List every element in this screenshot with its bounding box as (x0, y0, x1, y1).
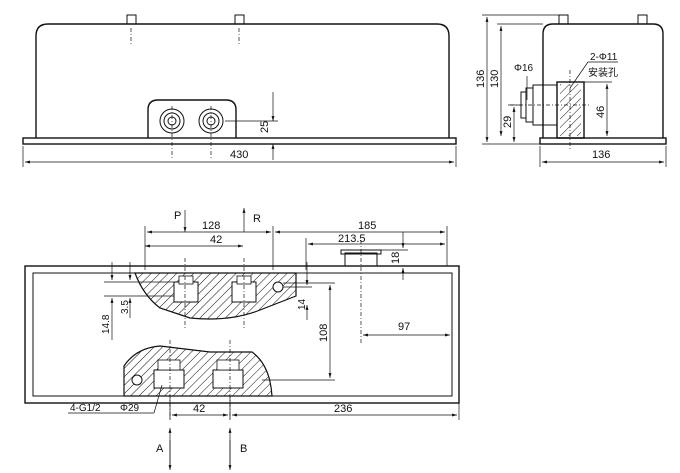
front-base-plate (22, 137, 457, 145)
lower-mount-hole (131, 374, 143, 386)
upper-port-left (173, 281, 199, 303)
front-port-block (147, 99, 237, 138)
dim-18: 18 (390, 252, 402, 264)
side-view: Φ16 2-Φ11 安装孔 136 130 29 46 136 (475, 14, 667, 167)
plan-outer-frame (24, 265, 460, 404)
dim-213-5: 213.5 (338, 233, 366, 245)
label-A: A (156, 443, 164, 455)
label-P: P (174, 210, 181, 222)
dim-130: 130 (489, 70, 501, 88)
lower-port-right (212, 369, 244, 389)
dim-136-width: 136 (592, 149, 610, 161)
side-top-fitting-right (637, 14, 648, 25)
dim-108: 108 (318, 324, 330, 342)
plan-view: P R 128 185 42 213.5 18 3.5 14.8 (24, 208, 460, 470)
side-top-fitting-left (558, 14, 569, 25)
label-R: R (253, 213, 261, 225)
lower-manifold-section (123, 345, 273, 397)
front-view: 25 430 (22, 14, 457, 167)
dim-97: 97 (398, 321, 410, 333)
label-B: B (240, 443, 247, 455)
dim-136-height: 136 (475, 70, 487, 88)
lower-port-left (153, 369, 185, 389)
dim-3-5: 3.5 (120, 300, 131, 314)
dim-42-top: 42 (210, 234, 222, 246)
dim-14-8: 14.8 (101, 314, 112, 334)
top-fitting-right (234, 14, 245, 25)
label-phi16: Φ16 (514, 63, 534, 74)
dim-185: 185 (358, 220, 376, 232)
dim-14: 14 (297, 298, 308, 310)
side-body-outline (542, 23, 664, 138)
dim-29: 29 (502, 116, 514, 128)
dim-46: 46 (595, 106, 607, 118)
upper-mount-hole (272, 281, 284, 293)
dim-25: 25 (259, 121, 271, 133)
dim-128: 128 (202, 220, 220, 232)
label-phi29: Φ29 (120, 403, 140, 414)
side-fitting (532, 84, 558, 126)
dim-236: 236 (334, 403, 352, 415)
dim-430: 430 (230, 149, 248, 161)
dim-42-bottom: 42 (193, 403, 205, 415)
label-thread: 4-G1/2 (70, 403, 101, 414)
label-mount-holes: 2-Φ11 (590, 52, 618, 63)
label-mount-cn: 安装孔 (588, 66, 618, 79)
top-fitting-left (126, 14, 137, 25)
side-base-plate (539, 137, 667, 145)
